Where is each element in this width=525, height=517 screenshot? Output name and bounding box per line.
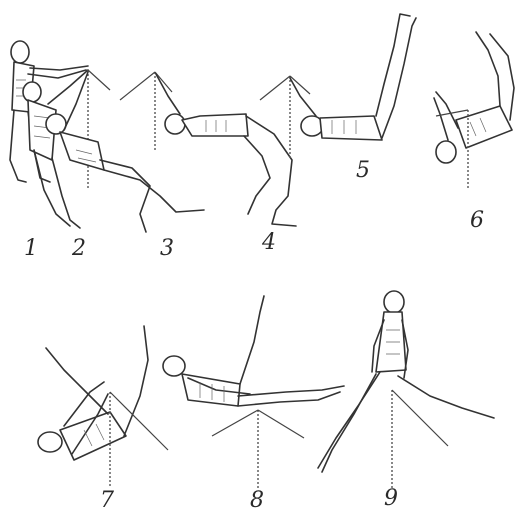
figure-label-8: 8: [250, 490, 264, 512]
gymnast-7-icon: [38, 326, 148, 460]
gymnast-5-icon: [290, 14, 416, 140]
bar-4-icon: [260, 76, 310, 160]
bar-9-icon: [392, 390, 448, 488]
figure-label-2: 2: [72, 238, 86, 260]
figure-label-4: 4: [262, 232, 276, 254]
figure-label-1: 1: [24, 238, 38, 260]
gymnast-4-icon: [156, 74, 296, 226]
bar-8-icon: [212, 410, 304, 488]
gymnast-9-icon: [318, 291, 494, 472]
figure-label-9: 9: [384, 488, 398, 510]
figure-label-3: 3: [160, 238, 174, 260]
gymnast-8-icon: [163, 296, 344, 406]
bar-1-icon: [88, 70, 110, 190]
gymnast-6-icon: [434, 32, 514, 163]
bar-3-icon: [120, 72, 172, 150]
figure-label-6: 6: [470, 210, 484, 232]
figure-label-5: 5: [356, 160, 370, 182]
figure-label-7: 7: [100, 490, 114, 512]
